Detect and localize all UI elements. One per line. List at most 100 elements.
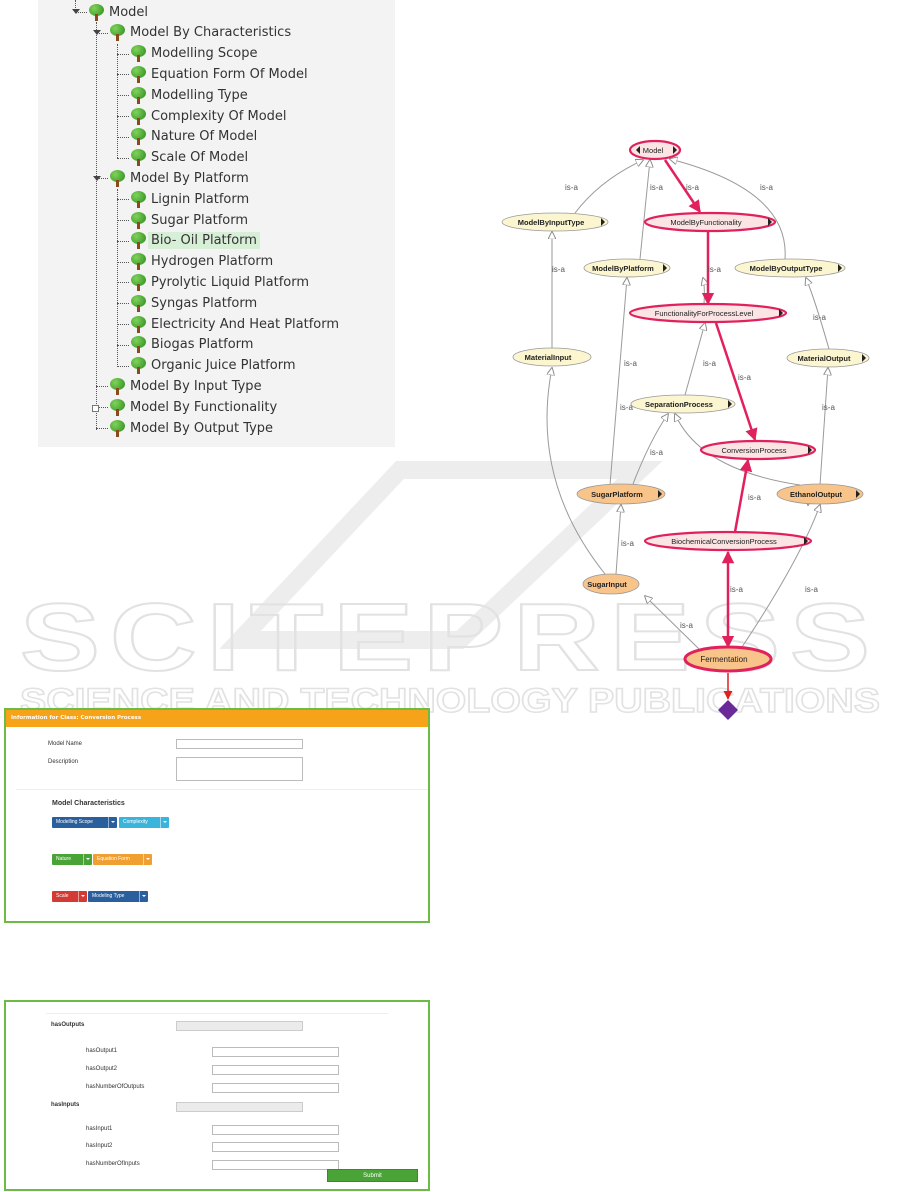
expand-arrow-icon[interactable] [779, 309, 783, 317]
graph-node-label: Model [643, 146, 664, 155]
expand-arrow-icon[interactable] [673, 146, 677, 154]
tree-item[interactable]: Scale Of Model [131, 148, 248, 168]
graph-node-material-output[interactable]: MaterialOutput [786, 348, 870, 368]
tree-connector [117, 220, 129, 221]
tree-connector [96, 407, 108, 409]
graph-node-biochemical[interactable]: BiochemicalConversionProcess [643, 530, 813, 552]
tree-icon [110, 398, 125, 416]
graph-node-by-functionality[interactable]: ModelByFunctionality [643, 211, 777, 233]
has-output1-input[interactable] [212, 1047, 339, 1057]
graph-node-ethanol-output[interactable]: EthanolOutput [776, 483, 864, 505]
has-input1-label: hasInput1 [86, 1126, 113, 1132]
expand-arrow-icon[interactable] [862, 354, 866, 362]
tree-icon [110, 24, 125, 42]
collapse-icon[interactable] [92, 405, 99, 412]
tree-icon [131, 65, 146, 83]
edge-label: is-a [730, 585, 743, 594]
tree-connector [96, 428, 108, 429]
submit-button[interactable]: Submit [327, 1169, 418, 1182]
equation-form-dropdown[interactable]: Equation Form [93, 854, 152, 865]
tree-item-label: Model By Output Type [130, 420, 274, 436]
tree-item[interactable]: Modelling Type [131, 85, 248, 105]
class-info-form: Information for Class: Conversion Proces… [4, 708, 430, 923]
tree-item[interactable]: Organic Juice Platform [131, 356, 296, 376]
tree-item[interactable]: Model By Characteristics [110, 23, 291, 43]
tree-connector [96, 22, 97, 430]
tree-icon [131, 273, 146, 291]
expand-icon[interactable] [93, 176, 101, 181]
graph-node-by-platform[interactable]: ModelByPlatform [583, 258, 671, 278]
collapse-arrow-icon[interactable] [636, 146, 640, 154]
graph-edge [632, 414, 668, 485]
tree-item-label: Pyrolytic Liquid Platform [151, 274, 310, 290]
graph-node-functionality-level[interactable]: FunctionalityForProcessLevel [628, 302, 788, 324]
has-number-of-outputs-input[interactable] [212, 1083, 339, 1093]
model-name-input[interactable] [176, 739, 303, 749]
modelling-scope-dropdown[interactable]: Modelling Scope [52, 817, 117, 828]
tree-item[interactable]: Nature Of Model [131, 127, 257, 147]
graph-node-by-input[interactable]: ModelByInputType [501, 212, 609, 232]
graph-node-model[interactable]: Model [628, 139, 682, 161]
graph-edge [819, 368, 828, 486]
graph-node-by-output[interactable]: ModelByOutputType [734, 258, 846, 278]
expand-arrow-icon[interactable] [601, 218, 605, 226]
expand-arrow-icon[interactable] [856, 490, 860, 498]
tree-item[interactable]: Syngas Platform [131, 293, 257, 313]
tree-item-label: Lignin Platform [151, 191, 250, 207]
tree-item[interactable]: Model By Platform [110, 168, 249, 188]
tree-item[interactable]: Pyrolytic Liquid Platform [131, 272, 309, 292]
complexity-dropdown[interactable]: Complexity [119, 817, 169, 828]
has-input2-input[interactable] [212, 1142, 339, 1152]
has-number-of-inputs-input[interactable] [212, 1160, 339, 1170]
expand-arrow-icon[interactable] [804, 537, 808, 545]
tree-item[interactable]: Lignin Platform [131, 189, 249, 209]
graph-node-fermentation[interactable]: Fermentation [683, 645, 773, 673]
graph-node-sugar-input[interactable]: SugarInput [582, 573, 640, 595]
tree-item[interactable]: Sugar Platform [131, 210, 248, 230]
graph-node-separation[interactable]: SeparationProcess [630, 394, 736, 414]
characteristics-title: Model Characteristics [52, 800, 125, 807]
divider [16, 789, 428, 790]
expand-arrow-icon[interactable] [728, 400, 732, 408]
graph-node-label: BiochemicalConversionProcess [671, 537, 777, 546]
expand-icon[interactable] [72, 9, 80, 14]
tree-item-label: Nature Of Model [151, 129, 258, 145]
has-input1-input[interactable] [212, 1125, 339, 1135]
expand-arrow-icon[interactable] [808, 446, 812, 454]
tree-item[interactable]: Modelling Scope [131, 44, 257, 64]
tree-connector [117, 157, 129, 159]
expand-arrow-icon[interactable] [838, 264, 842, 272]
tree-item[interactable]: Complexity Of Model [131, 106, 287, 126]
tree-item[interactable]: Model By Output Type [110, 418, 273, 438]
tree-item[interactable]: Bio- Oil Platform [131, 231, 260, 251]
tree-item[interactable]: Biogas Platform [131, 335, 253, 355]
tree-icon [131, 128, 146, 146]
expand-arrow-icon[interactable] [768, 218, 772, 226]
has-output2-input[interactable] [212, 1065, 339, 1075]
nature-dropdown[interactable]: Nature [52, 854, 92, 865]
description-input[interactable] [176, 757, 303, 781]
tree-item[interactable]: Electricity And Heat Platform [131, 314, 339, 334]
graph-node-conversion[interactable]: ConversionProcess [699, 439, 817, 461]
graph-node-material-input[interactable]: MaterialInput [512, 347, 592, 367]
tree-item[interactable]: Model [89, 2, 148, 22]
tree-item[interactable]: Hydrogen Platform [131, 252, 273, 272]
tree-item[interactable]: Equation Form Of Model [131, 64, 308, 84]
expand-arrow-icon[interactable] [663, 264, 667, 272]
graph-node-label: SugarPlatform [591, 490, 643, 499]
graph-edge [546, 368, 606, 575]
edge-label: is-a [565, 183, 578, 192]
terminal-diamond-icon [718, 700, 738, 720]
graph-node-sugar-platform[interactable]: SugarPlatform [576, 483, 666, 505]
tree-icon [110, 169, 125, 187]
tree-item[interactable]: Model By Input Type [110, 376, 262, 396]
graph-edge [684, 323, 705, 396]
tree-connector [117, 44, 118, 158]
scale-dropdown[interactable]: Scale [52, 891, 87, 902]
expand-icon[interactable] [93, 30, 101, 35]
expand-arrow-icon[interactable] [658, 490, 662, 498]
chevron-down-icon [160, 817, 169, 828]
modeling-type-dropdown[interactable]: Modeling Type [88, 891, 148, 902]
tree-item[interactable]: Model By Functionality [110, 397, 277, 417]
description-label: Description [48, 759, 79, 765]
